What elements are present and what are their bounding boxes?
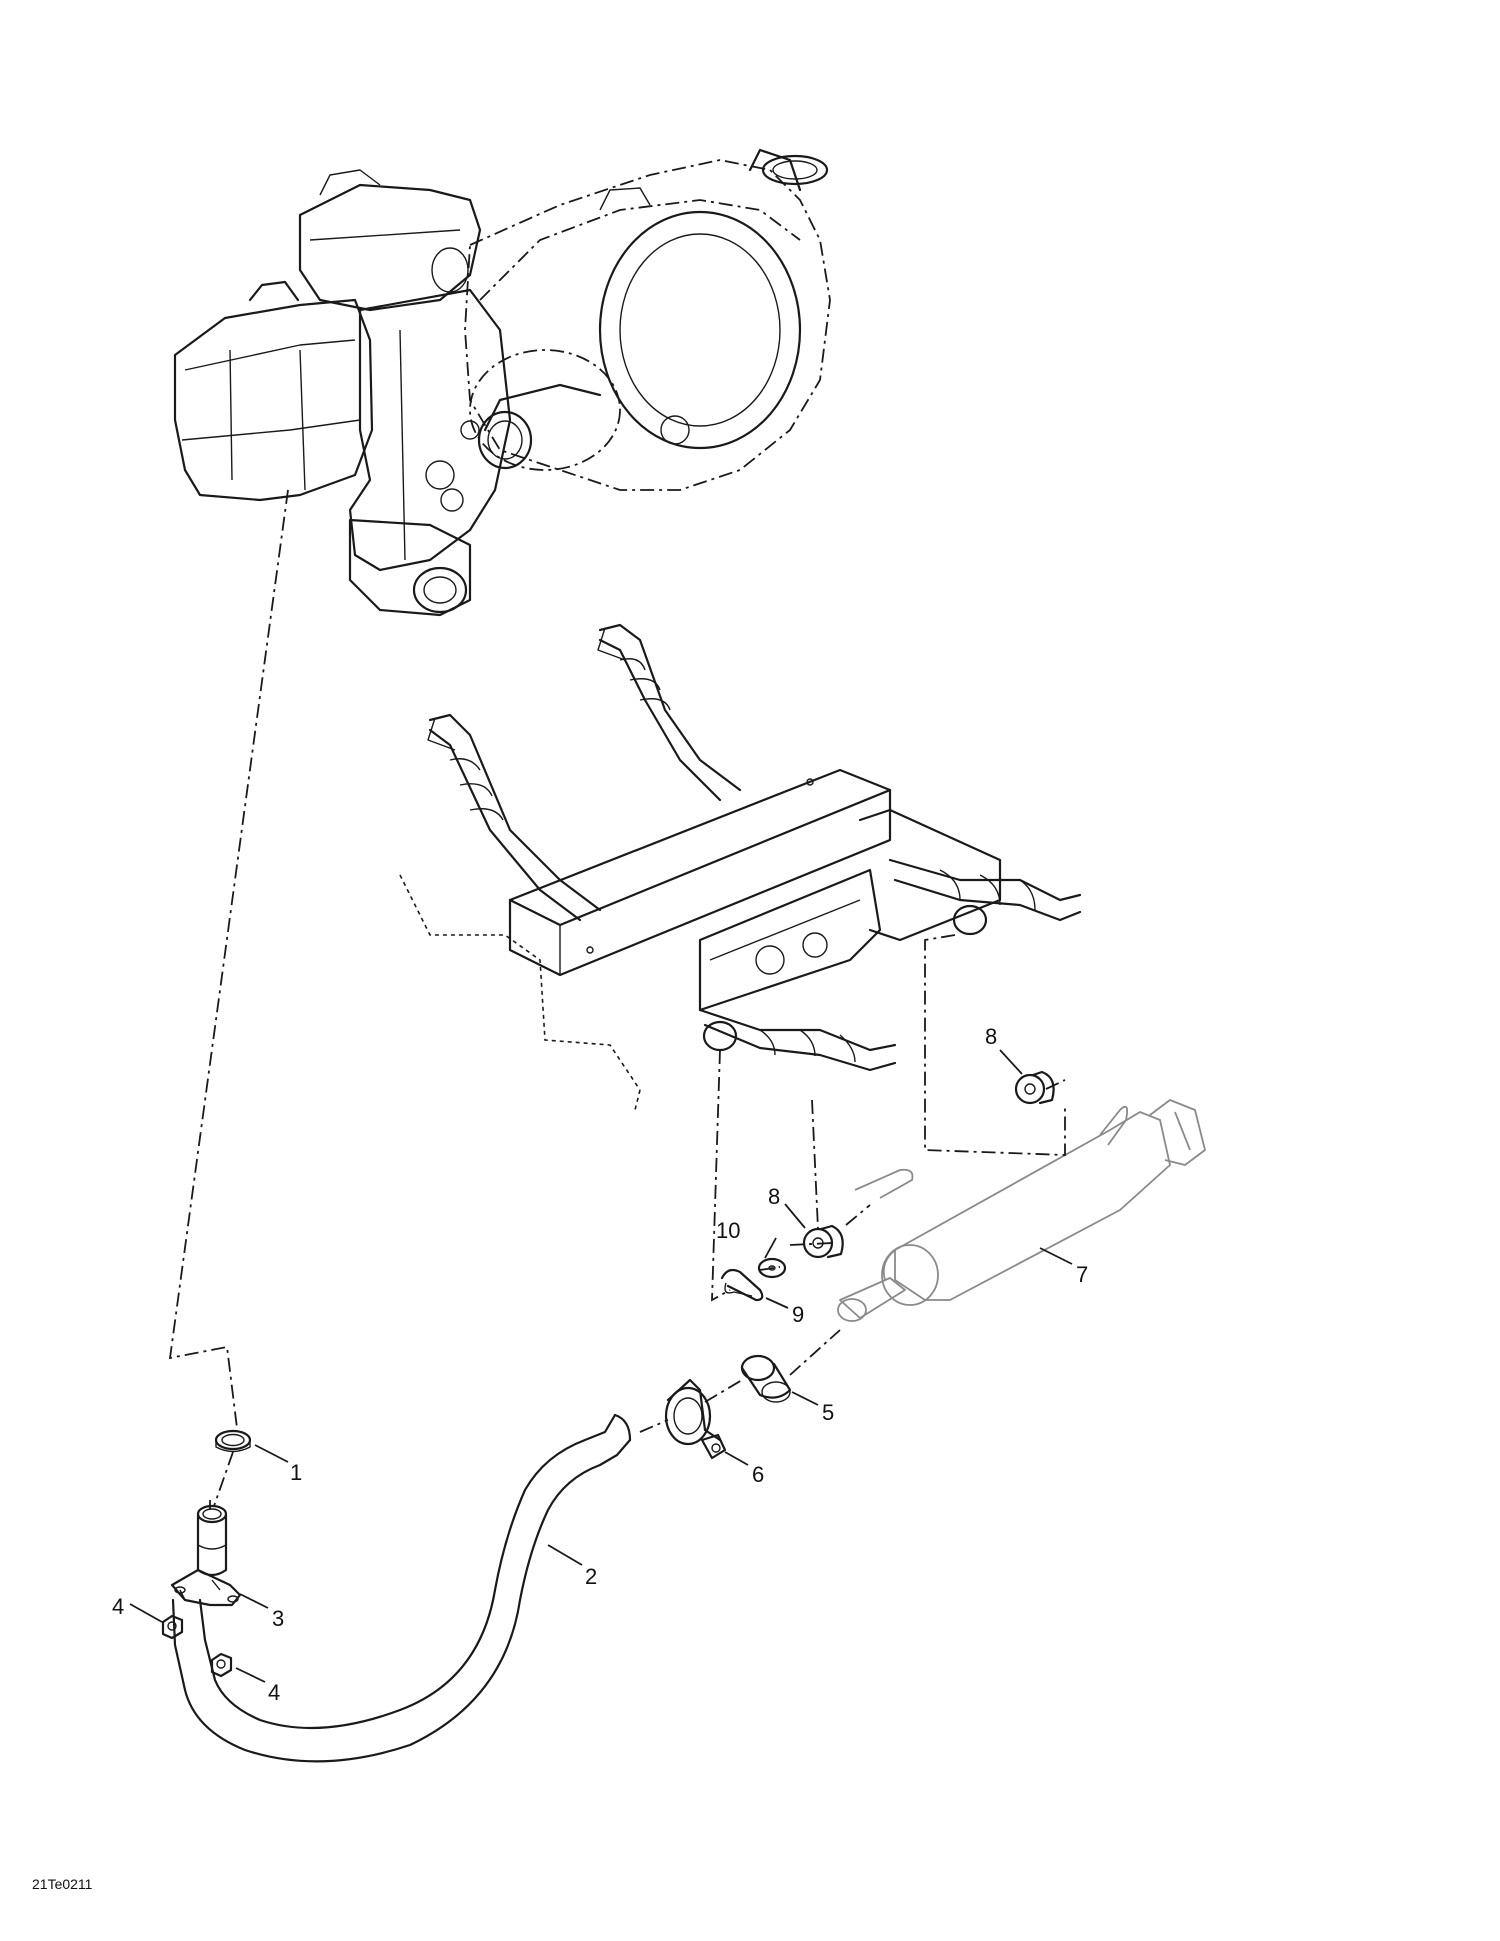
hair-pin-clip [720,1268,764,1302]
frame-cross-member [399,623,1082,1111]
callout-7: 7 [1076,1262,1088,1287]
gasket-ring [214,1429,252,1453]
flange-pipe [170,1504,242,1607]
rubber-grommet-lower [802,1224,844,1259]
callout-2: 2 [585,1564,597,1589]
muffler [837,1099,1206,1322]
callout-1: 1 [290,1460,302,1485]
callout-9: 9 [792,1302,804,1327]
callout-6: 6 [752,1462,764,1487]
callout-3: 3 [272,1606,284,1631]
rubber-grommet-upper [1014,1070,1055,1105]
hex-nut-right [210,1652,233,1678]
callout-labels: 1 2 3 4 4 5 6 7 8 8 9 10 [112,1024,1088,1705]
callout-8-lower: 8 [768,1184,780,1209]
callout-leaders [129,1049,1073,1683]
callout-8-upper: 8 [985,1024,997,1049]
hex-nut-left [161,1614,184,1640]
exhaust-pipe [171,1413,632,1763]
assembly-path-lines [168,489,1066,1510]
figure-code: 21Te0211 [32,1876,93,1892]
engine-assembly [173,148,831,617]
exhaust-clamp [664,1378,727,1460]
callout-4-left: 4 [112,1594,124,1619]
callout-5: 5 [822,1400,834,1425]
sleeve-coupler [740,1354,792,1403]
callout-10: 10 [716,1218,740,1243]
callout-4-right: 4 [268,1680,280,1705]
